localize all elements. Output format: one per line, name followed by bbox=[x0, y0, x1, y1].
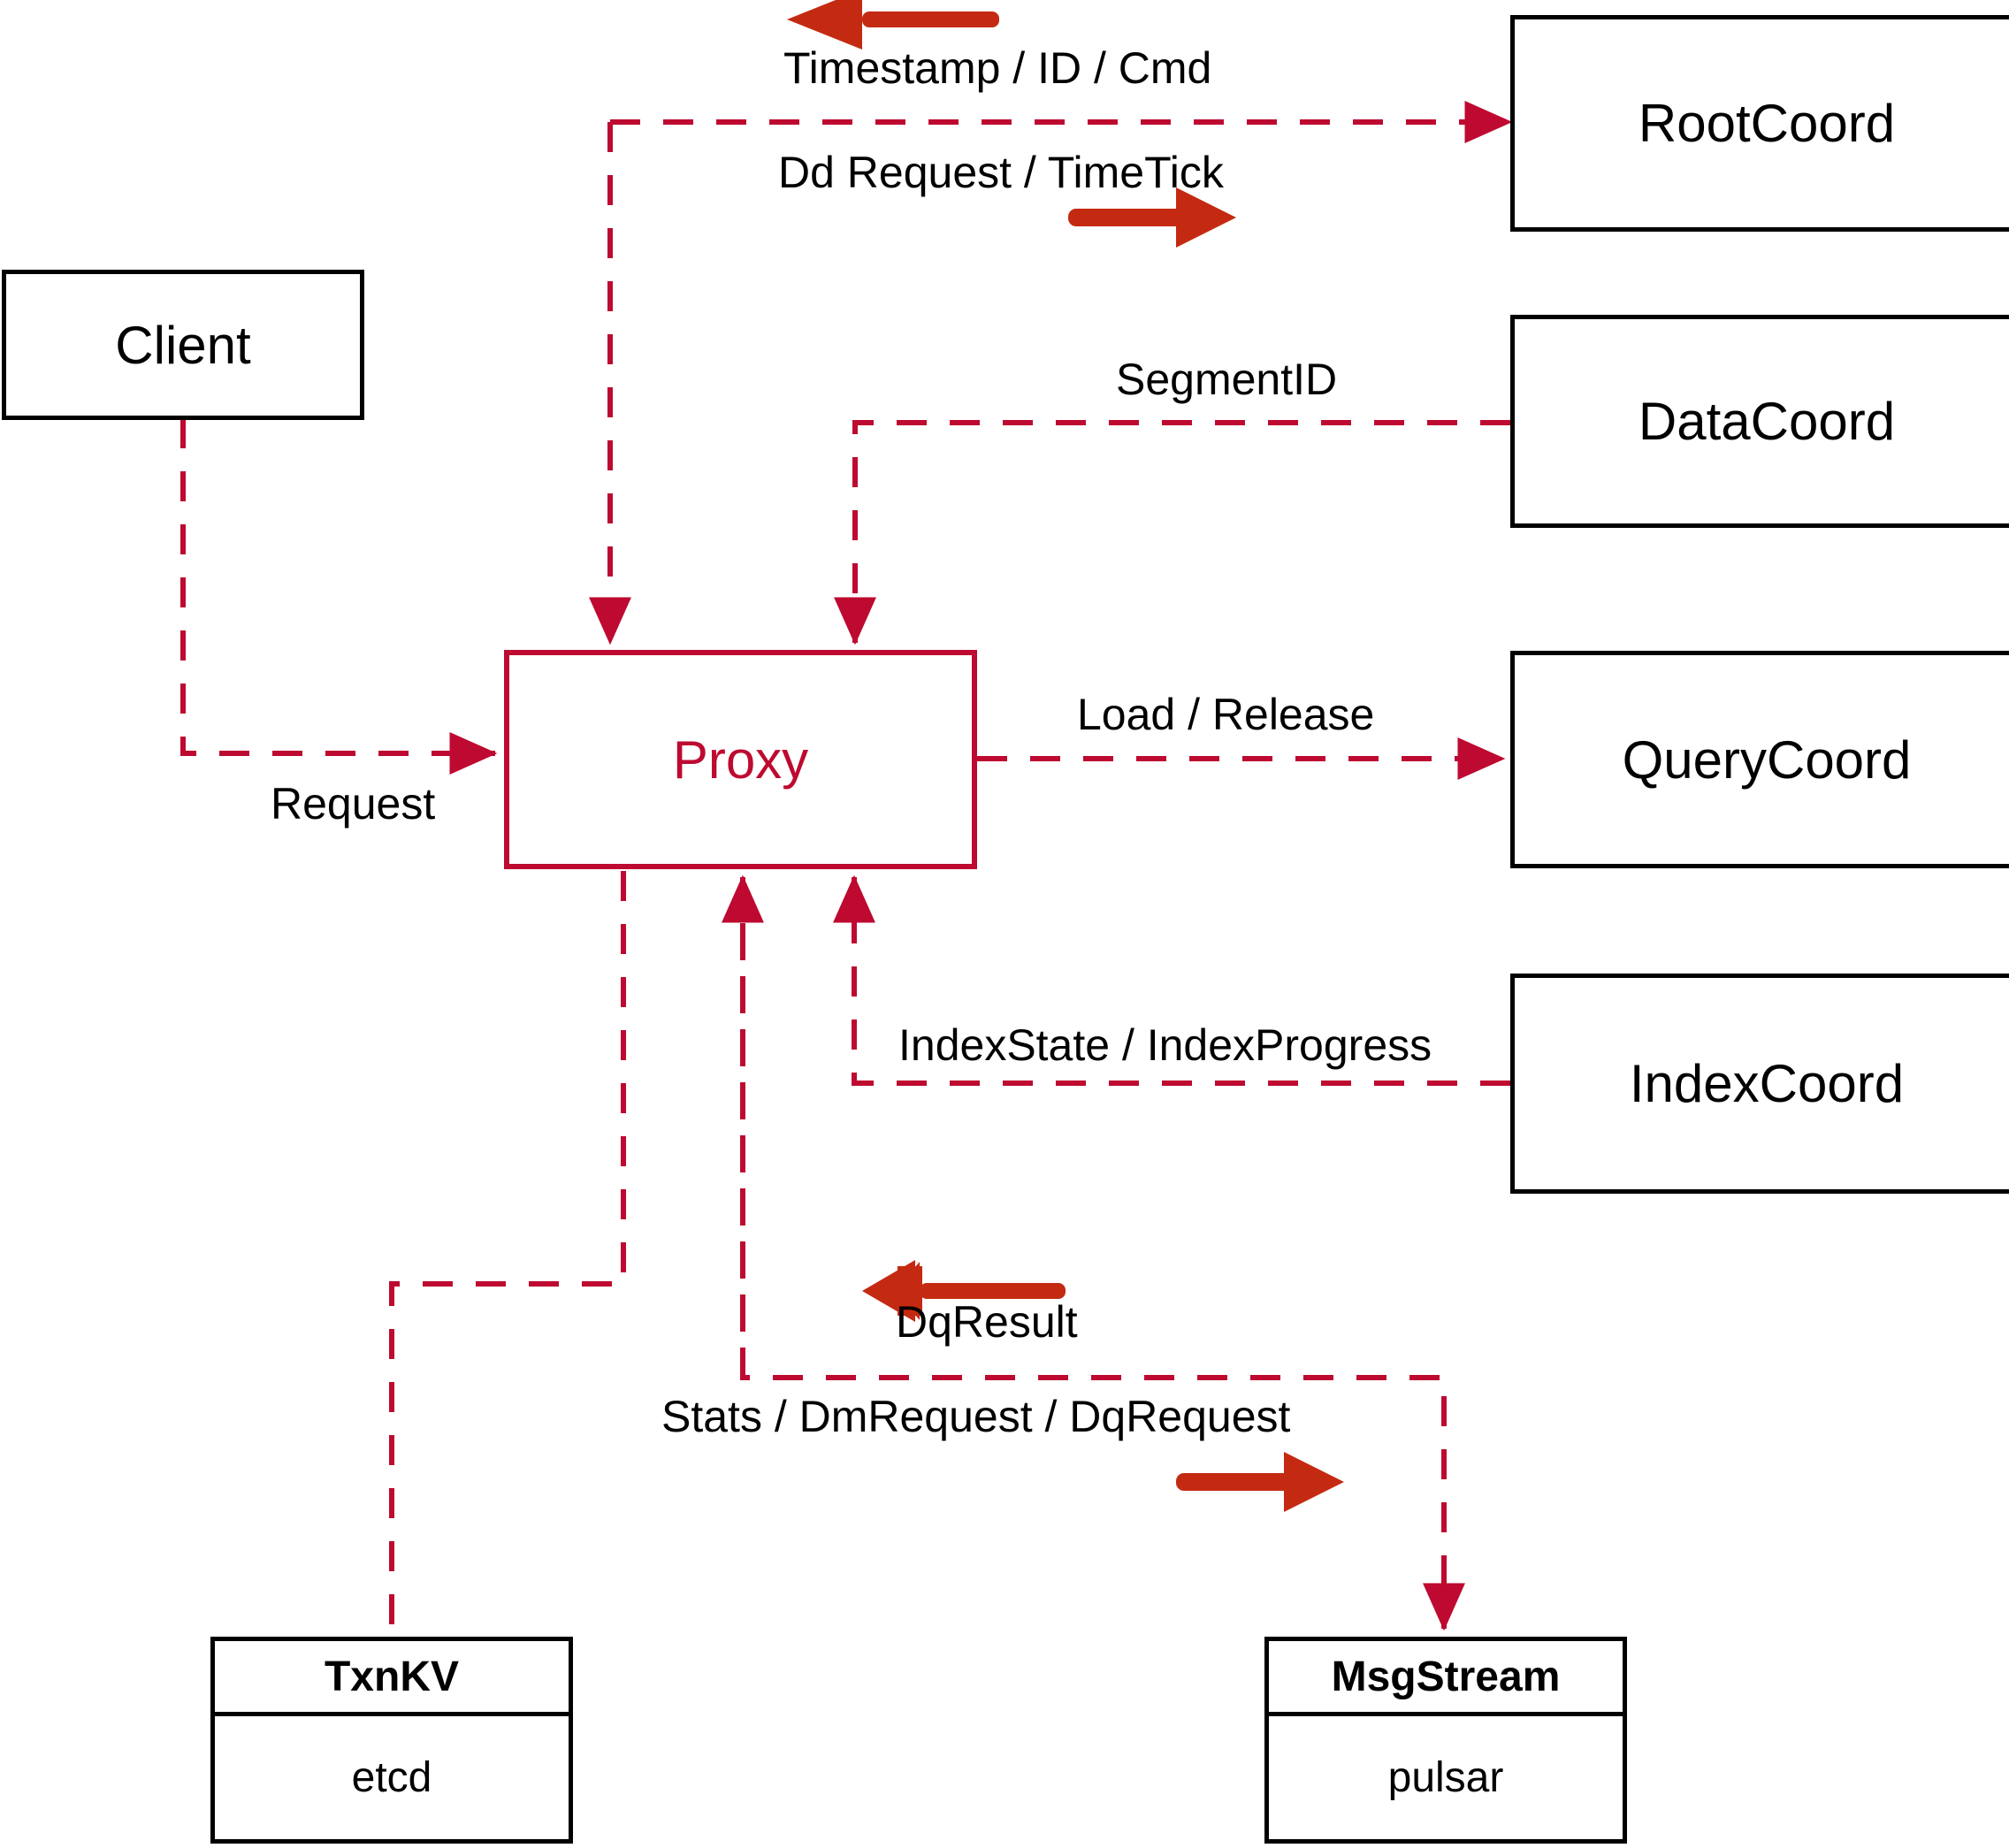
node-msgstream-title: MsgStream bbox=[1269, 1641, 1623, 1716]
edge-proxy-txnkv bbox=[389, 871, 626, 1637]
node-proxy[interactable]: Proxy bbox=[504, 650, 977, 869]
node-msgstream[interactable]: MsgStream pulsar bbox=[1264, 1637, 1627, 1844]
node-rootcoord[interactable]: RootCoord bbox=[1510, 15, 2009, 232]
direction-arrow-stats-right bbox=[1176, 1452, 1344, 1512]
node-proxy-label: Proxy bbox=[672, 729, 809, 790]
edge-label-request: Request bbox=[271, 779, 436, 829]
edge-label-dqresult: DqResult bbox=[896, 1297, 1078, 1347]
edge-label-stats-dmrequest-dqrequest: Stats / DmRequest / DqRequest bbox=[661, 1392, 1291, 1441]
edge-label-indexstate-indexprogress: IndexState / IndexProgress bbox=[898, 1020, 1432, 1070]
node-msgstream-impl: pulsar bbox=[1387, 1754, 1504, 1801]
node-client-label: Client bbox=[115, 315, 251, 375]
node-client[interactable]: Client bbox=[2, 270, 364, 420]
node-indexcoord-label: IndexCoord bbox=[1629, 1054, 1905, 1113]
node-datacoord-label: DataCoord bbox=[1638, 392, 1896, 451]
node-txnkv[interactable]: TxnKV etcd bbox=[210, 1637, 573, 1844]
node-txnkv-title: TxnKV bbox=[215, 1641, 569, 1716]
node-querycoord-label: QueryCoord bbox=[1622, 729, 1912, 790]
edge-label-timestamp-id-cmd: Timestamp / ID / Cmd bbox=[783, 43, 1212, 93]
edge-label-segmentid: SegmentID bbox=[1116, 355, 1338, 404]
edge-proxy-msgstream bbox=[740, 877, 1465, 1631]
node-rootcoord-label: RootCoord bbox=[1638, 94, 1896, 153]
direction-arrow-timestamp-left bbox=[787, 0, 999, 50]
edge-indexcoord-proxy bbox=[833, 874, 1510, 1086]
edge-label-dd-request-timetick: Dd Request / TimeTick bbox=[778, 148, 1224, 197]
edge-client-proxy bbox=[180, 418, 498, 775]
node-datacoord[interactable]: DataCoord bbox=[1510, 315, 2009, 528]
direction-arrow-group bbox=[787, 0, 1344, 1512]
direction-arrow-dqresult-left bbox=[862, 1260, 1066, 1322]
node-querycoord[interactable]: QueryCoord bbox=[1510, 651, 2009, 868]
node-txnkv-impl: etcd bbox=[351, 1754, 432, 1801]
edge-label-load-release: Load / Release bbox=[1077, 690, 1375, 739]
edge-datacoord-proxy bbox=[834, 420, 1510, 645]
node-indexcoord[interactable]: IndexCoord bbox=[1510, 974, 2009, 1194]
direction-arrow-ddrequest-right bbox=[1068, 187, 1236, 248]
